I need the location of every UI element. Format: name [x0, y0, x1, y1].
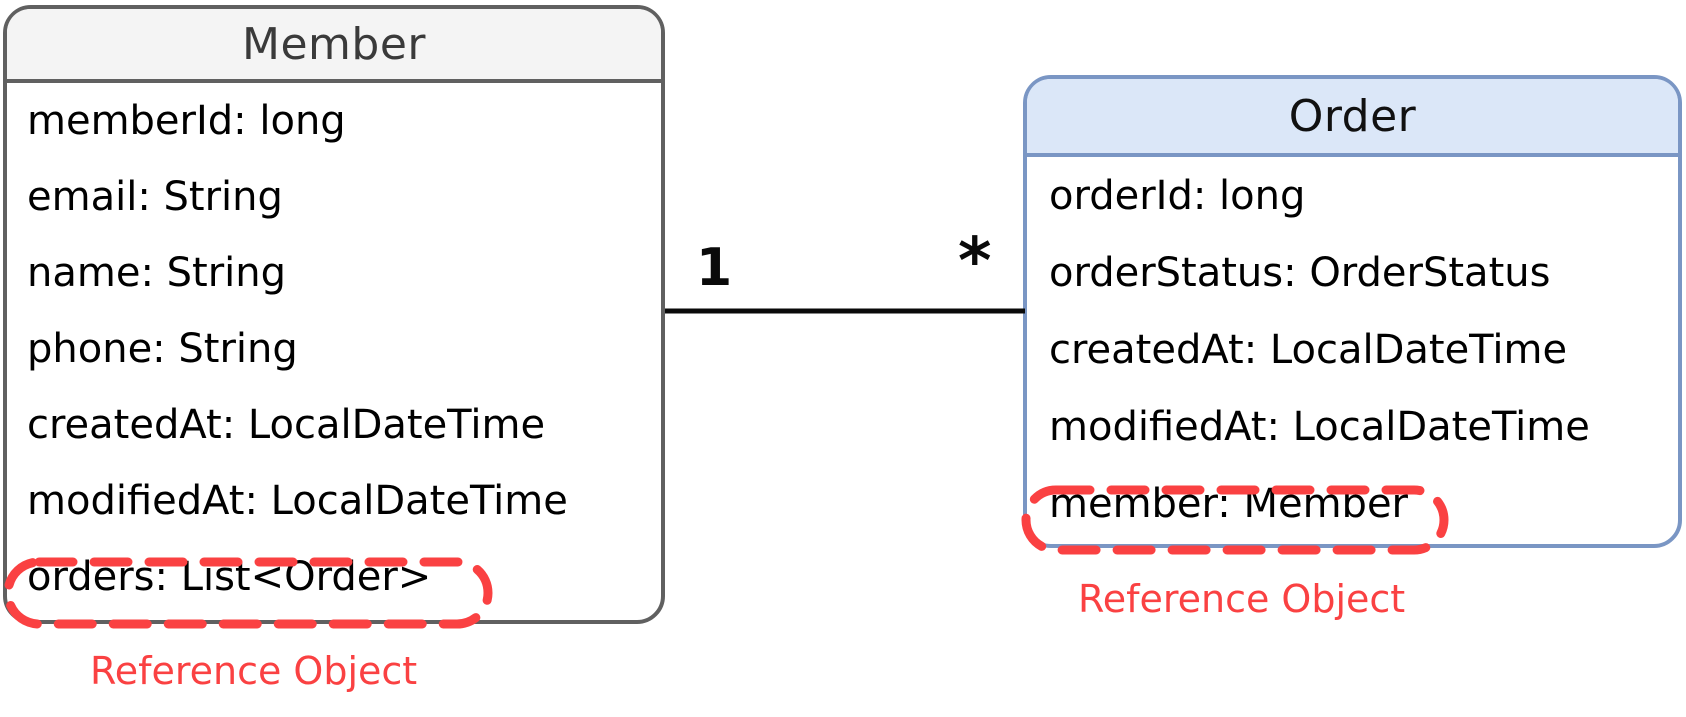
- entity-member-box: Member memberId: long email: String name…: [3, 5, 665, 624]
- entity-order-fields: orderId: long orderStatus: OrderStatus c…: [1027, 157, 1678, 542]
- member-field-memberId: memberId: long: [27, 98, 346, 144]
- member-field-createdAt: createdAt: LocalDateTime: [27, 402, 546, 448]
- order-field-createdAt: createdAt: LocalDateTime: [1049, 326, 1568, 373]
- multiplicity-one-label: 1: [696, 238, 733, 298]
- member-field-orders: orders: List<Order>: [27, 554, 432, 600]
- entity-member-fields: memberId: long email: String name: Strin…: [7, 83, 661, 615]
- multiplicity-many-label: *: [958, 225, 992, 299]
- order-field-modifiedAt: modifiedAt: LocalDateTime: [1049, 403, 1590, 450]
- entity-order-box: Order orderId: long orderStatus: OrderSt…: [1023, 75, 1682, 548]
- member-reference-object-label: Reference Object: [90, 649, 418, 693]
- entity-member-header: Member: [7, 9, 661, 83]
- member-field-name: name: String: [27, 250, 287, 296]
- member-field-email: email: String: [27, 174, 283, 220]
- member-field-modifiedAt: modifiedAt: LocalDateTime: [27, 478, 568, 524]
- order-field-orderStatus: orderStatus: OrderStatus: [1049, 249, 1551, 296]
- order-field-orderId: orderId: long: [1049, 172, 1306, 219]
- order-field-member: member: Member: [1049, 480, 1409, 527]
- member-field-phone: phone: String: [27, 326, 298, 372]
- order-reference-object-label: Reference Object: [1078, 577, 1406, 621]
- entity-member-title: Member: [242, 18, 426, 70]
- entity-order-title: Order: [1288, 90, 1417, 142]
- entity-order-header: Order: [1027, 79, 1678, 157]
